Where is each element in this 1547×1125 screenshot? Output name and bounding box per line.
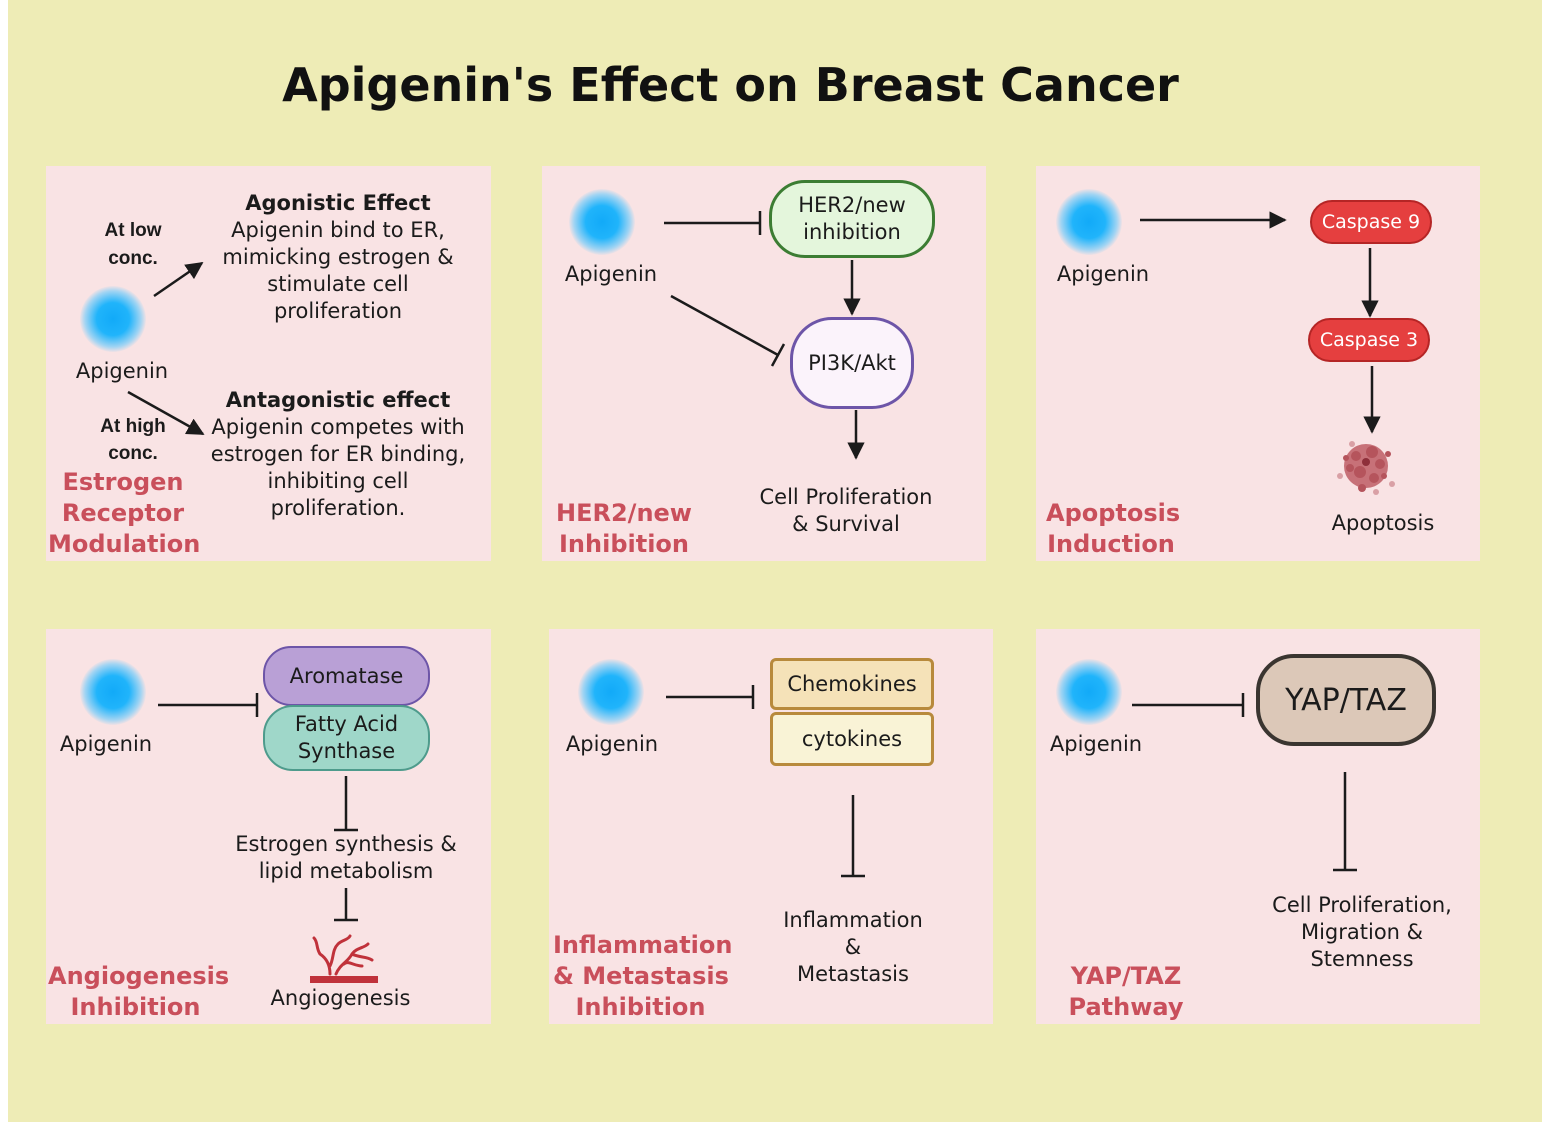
apoptotic-cell-icon	[1337, 441, 1395, 495]
apigenin-label: Apigenin	[59, 732, 153, 756]
apigenin-label: Apigenin	[564, 262, 658, 286]
apigenin-molecule-icon	[578, 659, 644, 725]
agonistic-title: Agonistic Effect	[245, 191, 431, 215]
her2-node: HER2/new inhibition	[769, 180, 935, 258]
apigenin-molecule-icon	[1056, 189, 1122, 255]
apoptosis-outcome: Apoptosis	[1331, 511, 1435, 535]
apigenin-molecule-icon	[80, 286, 146, 352]
cytokines-node: cytokines	[770, 712, 934, 766]
caspase3-node: Caspase 3	[1308, 318, 1430, 362]
panel-label-estrogen: Estrogen Receptor Modulation	[48, 468, 201, 558]
antagonistic-title: Antagonistic effect	[225, 388, 451, 412]
page-title: Apigenin's Effect on Breast Cancer	[282, 58, 1179, 112]
apigenin-label: Apigenin	[75, 359, 169, 383]
connectors	[127, 211, 1381, 922]
antagonistic-text: Apigenin competes with estrogen for ER b…	[210, 415, 466, 520]
panel-label-angiogenesis: Angiogenesis Inhibition	[48, 962, 230, 1021]
diagram-canvas: Apigenin's Effect on Breast Cancer	[8, 0, 1542, 1122]
chemokines-node: Chemokines	[770, 658, 934, 710]
apigenin-label: Apigenin	[1049, 732, 1143, 756]
blood-vessel-icon	[310, 934, 378, 983]
panel-label-apoptosis: Apoptosis Induction	[1046, 499, 1181, 558]
yaptaz-node: YAP/TAZ	[1256, 654, 1436, 746]
her2-outcome: Cell Proliferation & Survival	[759, 485, 933, 536]
aromatase-node: Aromatase	[263, 646, 430, 706]
panel-label-her2: HER2/new Inhibition	[556, 499, 692, 558]
fatty-acid-synthase-node: Fatty Acid Synthase	[263, 705, 430, 771]
apigenin-label: Apigenin	[565, 732, 659, 756]
high-conc-label-1: At high	[100, 416, 166, 437]
agonistic-text: Apigenin bind to ER, mimicking estrogen …	[222, 218, 454, 323]
caspase9-node: Caspase 9	[1310, 200, 1432, 244]
arrow-high-conc	[127, 390, 205, 436]
arrow-low-conc	[153, 261, 204, 298]
estrogen-synthesis-text: Estrogen synthesis & lipid metabolism	[235, 832, 457, 883]
inhibit-pi3k	[670, 294, 779, 357]
apigenin-molecule-icon	[80, 659, 146, 725]
panel-label-inflammation: Inflammation & Metastasis Inhibition	[553, 931, 733, 1021]
pi3k-akt-node: PI3K/Akt	[790, 317, 914, 409]
low-conc-label-1: At low	[104, 220, 162, 241]
panel-label-yaptaz: YAP/TAZ Pathway	[1068, 962, 1184, 1021]
angiogenesis-outcome: Angiogenesis	[270, 986, 411, 1010]
high-conc-label-2: conc.	[108, 443, 158, 464]
inflammation-outcome: Inflammation & Metastasis	[783, 908, 923, 986]
yaptaz-outcome: Cell Proliferation, Migration & Stemness	[1272, 893, 1452, 971]
panel-estrogen	[46, 166, 491, 561]
apigenin-label: Apigenin	[1056, 262, 1150, 286]
apigenin-molecule-icon	[1056, 659, 1122, 725]
apigenin-molecule-icon	[569, 189, 635, 255]
low-conc-label-2: conc.	[108, 248, 158, 269]
